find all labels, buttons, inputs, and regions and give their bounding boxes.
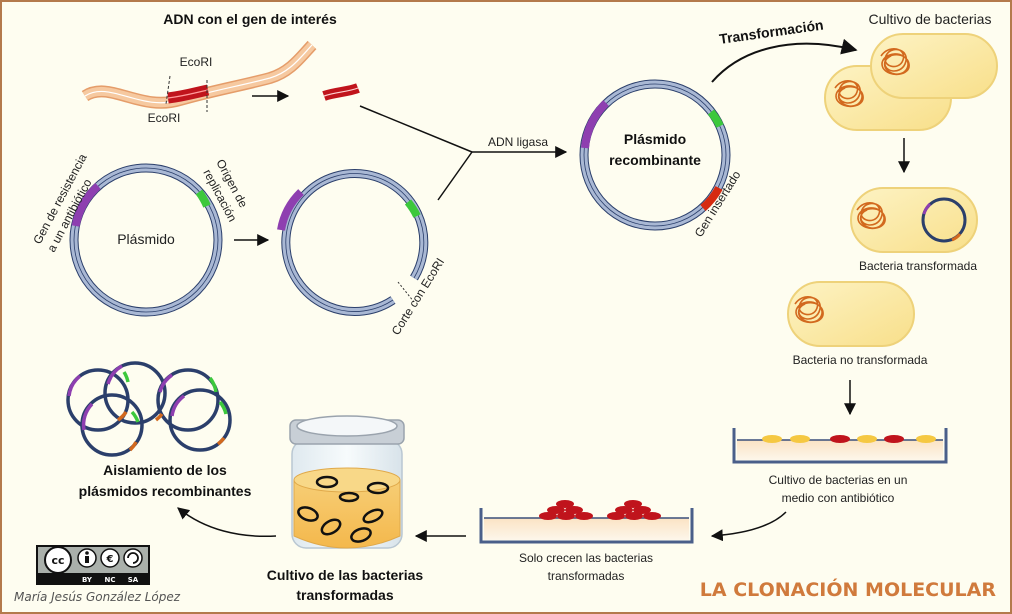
chromosome-icon <box>834 80 864 108</box>
transformation-label: Transformación <box>718 17 824 47</box>
ligase-line-top <box>359 105 473 153</box>
sharealike-icon <box>123 548 143 568</box>
dna-strand <box>81 40 317 109</box>
arrow-transformation <box>711 38 858 83</box>
antibiotic-plate-label-2: medio con antibiótico <box>782 491 895 505</box>
plasmid-recombinant <box>579 79 731 231</box>
inserted-gene-segment <box>700 185 723 212</box>
plasmid-inside-bacterium <box>921 197 967 243</box>
ecori-label-bottom: EcoRI <box>148 111 181 125</box>
antibiotic-plate <box>732 428 948 464</box>
bacteria-colonies-mixed <box>762 435 936 443</box>
arrow-to-isolation <box>177 507 277 538</box>
recombinant-label-1: Plásmido <box>624 131 686 147</box>
isolation-label-2: plásmidos recombinantes <box>79 483 252 499</box>
isolation-label-1: Aislamiento de los <box>103 462 227 478</box>
culture-label: Cultivo de bacterias <box>869 11 992 27</box>
bacterium-transformed <box>850 187 978 253</box>
plasmid-label: Plásmido <box>117 231 175 247</box>
diagram-title: LA CLONACIÓN MOLECULAR <box>700 577 997 601</box>
ligase-label: ADN ligasa <box>488 135 548 149</box>
arrow-to-selected-plate <box>710 511 787 542</box>
selected-plate-label-2: transformadas <box>548 569 625 583</box>
resistance-gene-segment <box>71 183 101 227</box>
selected-plate <box>479 500 694 544</box>
plasmid-cut <box>277 169 429 317</box>
bacteria-culture <box>824 33 998 131</box>
flask-label-1: Cultivo de las bacterias <box>267 567 424 583</box>
ligase-line-bottom <box>437 151 473 201</box>
not-transformed-label: Bacteria no transformada <box>793 353 928 367</box>
ecori-label-top: EcoRI <box>180 55 213 69</box>
cut-site-marker <box>397 281 415 303</box>
plasmid-original <box>69 163 223 317</box>
dna-heading: ADN con el gen de interés <box>163 11 337 27</box>
transformed-colonies <box>539 500 661 520</box>
noncommercial-icon <box>100 548 120 568</box>
isolated-plasmids <box>66 361 232 457</box>
antibiotic-plate-label-1: Cultivo de bacterias en un <box>769 473 908 487</box>
cc-license-badge[interactable]: cc € BY NC SA <box>36 545 150 585</box>
origin-segment <box>195 189 211 208</box>
culture-jar <box>289 415 405 549</box>
cc-icon <box>44 546 72 574</box>
author-credit: María Jesús González López <box>14 590 181 604</box>
badge-nc: NC <box>105 576 116 584</box>
cc-icon-label: cc <box>51 554 64 567</box>
badge-sa: SA <box>128 576 139 584</box>
flask-label-2: transformadas <box>296 587 393 603</box>
selected-plate-label-1: Solo crecen las bacterias <box>519 551 653 565</box>
badge-by: BY <box>82 576 93 584</box>
transformed-label: Bacteria transformada <box>859 259 977 273</box>
svg-text:€: € <box>106 554 114 565</box>
excised-gene-fragment <box>322 83 360 101</box>
plasmids-in-culture <box>297 475 390 543</box>
recombinant-label-2: recombinante <box>609 152 701 168</box>
bacterium-not-transformed <box>787 281 915 347</box>
